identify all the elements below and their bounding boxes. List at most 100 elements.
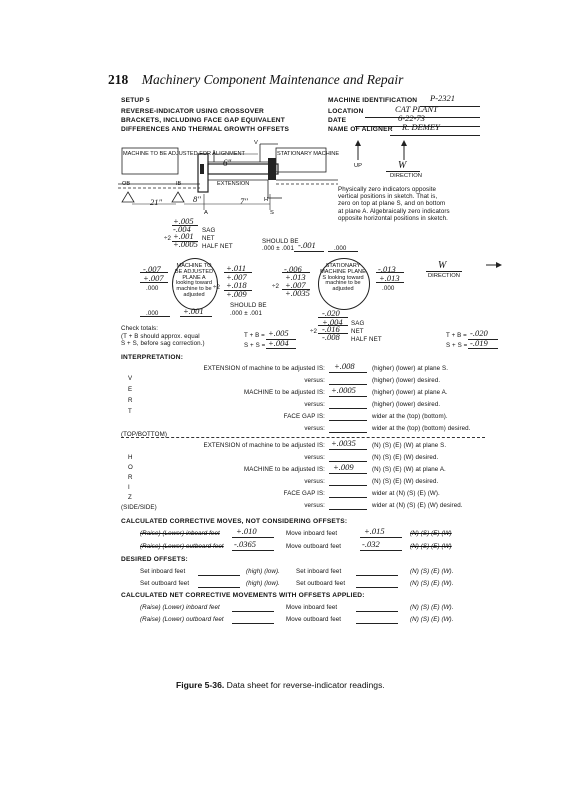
v-row-4-right: wider at the (top) (bottom). xyxy=(372,413,448,420)
horz-letter-r: R xyxy=(128,474,133,481)
s-bottom-net: -.016 xyxy=(322,324,340,334)
a-left-mid: +.007 xyxy=(143,273,164,283)
desired-r1-mid: (high) (low). xyxy=(246,568,280,575)
plane-s-oval xyxy=(318,258,370,310)
s-direction-label: DIRECTION xyxy=(428,273,460,279)
vert-letter-r: R xyxy=(128,397,133,404)
extension-label: EXTENSION xyxy=(217,181,250,187)
a-should-be: SHOULD BE xyxy=(230,302,267,309)
arrow-right-icon xyxy=(486,262,502,268)
setup-title-1: REVERSE-INDICATOR USING CROSSOVER xyxy=(121,108,265,115)
s-sag-label: SAG xyxy=(351,320,365,327)
v-row-4-label: FACE GAP IS: xyxy=(283,413,325,420)
v-row-5-label: versus: xyxy=(304,425,325,432)
check-ss-s: S + S = xyxy=(446,342,468,349)
machine-id-label: MACHINE IDENTIFICATION xyxy=(328,97,418,104)
check-tb-a-val: +.005 xyxy=(268,328,289,338)
figure-text: Data sheet for reverse-indicator reading… xyxy=(226,680,385,690)
direction-label: DIRECTION xyxy=(390,173,422,179)
h-label: H xyxy=(264,197,269,203)
calc-moves-title: CALCULATED CORRECTIVE MOVES, NOT CONSIDE… xyxy=(121,518,348,525)
vert-letter-e: E xyxy=(128,386,133,393)
net-moves-title: CALCULATED NET CORRECTIVE MOVEMENTS WITH… xyxy=(121,592,365,599)
stationary-box-label: STATIONARY MACHINE xyxy=(277,151,340,157)
v-row-0-value: +.008 xyxy=(334,361,355,371)
check-line-1: (T + B should approx. equal xyxy=(121,333,200,340)
h-row-4-right: wider at (N) (S) (E) (W). xyxy=(372,490,440,497)
v-row-2-label: MACHINE to be adjusted IS: xyxy=(243,389,325,396)
h-row-2-label: MACHINE to be adjusted IS: xyxy=(243,466,325,473)
should-be-label: SHOULD BE xyxy=(262,238,299,245)
s-w-value: W xyxy=(438,260,447,271)
s-net-label: NET xyxy=(351,328,364,335)
v-row-0-right: (higher) (lower) at plane S. xyxy=(372,365,449,372)
s-left-top: -.006 xyxy=(284,264,302,274)
check-tb-s-val: -.020 xyxy=(470,328,488,338)
desired-r1-suffix: (N) (S) (E) (W). xyxy=(410,568,454,575)
ob-label: OB xyxy=(122,181,131,187)
net-r1-suffix: (N) (S) (E) (W). xyxy=(410,604,454,611)
s-bottom-div: ÷2 xyxy=(310,328,318,335)
v-row-5-right: wider at the (top) (bottom) desired. xyxy=(372,425,471,432)
sag-net-value: +.001 xyxy=(173,231,194,241)
plane-s-oval-text: STATIONARY MACHINE PLANE S looking towar… xyxy=(320,263,366,293)
location-value: CAT PLANT xyxy=(395,104,438,114)
net-r2-mid: Move outboard feet xyxy=(286,616,342,623)
a-bottom-zero: .000 xyxy=(146,310,159,317)
s-half-label: HALF NET xyxy=(351,336,382,343)
calc-r1-mid: Move inboard feet xyxy=(286,530,338,537)
vert-letter-t: T xyxy=(128,408,132,415)
machine-box xyxy=(121,147,179,175)
check-tb-a: T + B = xyxy=(244,332,265,339)
ib-label: IB xyxy=(176,181,182,187)
calc-r1-value2: +.015 xyxy=(364,526,385,536)
v-row-2-value: +.0005 xyxy=(331,385,356,395)
a-left-top: -.007 xyxy=(143,264,161,274)
desired-r1-mid2: Set inboard feet xyxy=(296,568,342,575)
check-line-2: S + S, before sag correction.) xyxy=(121,340,205,347)
a-should-val: .000 ± .001 xyxy=(230,310,263,317)
v-row-0-label: EXTENSION of machine to be adjusted IS: xyxy=(203,365,325,372)
book-title: Machinery Component Maintenance and Repa… xyxy=(141,72,404,87)
h-row-4-label: FACE GAP IS: xyxy=(283,490,325,497)
h-row-3-label: versus: xyxy=(304,478,325,485)
page-number: 218 xyxy=(108,72,129,87)
net-r1-prefix: (Raise) (Lower) inboard feet xyxy=(140,604,220,611)
check-tb-s: T + B = xyxy=(446,332,467,339)
dim-6: 6" xyxy=(223,158,232,168)
s-div: ÷2 xyxy=(272,283,280,290)
desired-r1-prefix: Set inboard feet xyxy=(140,568,186,575)
machine-box-label: MACHINE TO BE ADJUSTED FOR ALIGNMENT xyxy=(123,151,245,157)
horz-letter-h: H xyxy=(128,454,133,461)
vert-horz-divider xyxy=(121,437,485,438)
figure-caption: Figure 5-36. Data sheet for reverse-indi… xyxy=(176,680,385,690)
side-side-label: (SIDE/SIDE) xyxy=(121,504,157,511)
h-row-2-value: +.009 xyxy=(333,462,354,472)
check-ss-s-val: -.019 xyxy=(470,338,488,348)
machine-id-value: P-2321 xyxy=(430,93,456,103)
a-right-top: +.011 xyxy=(226,263,246,273)
date-label: DATE xyxy=(328,117,347,124)
net-r1-mid: Move inboard feet xyxy=(286,604,338,611)
s-bottom-half: -.008 xyxy=(322,332,340,342)
calc-r1-prefix: (Raise) (Lower) inboard feet xyxy=(140,530,220,537)
a-right-mid: +.007 xyxy=(226,272,247,282)
setup-title-2: BRACKETS, INCLUDING FACE GAP EQUIVALENT xyxy=(121,117,285,124)
aligner-label: NAME OF ALIGNER xyxy=(328,126,393,133)
w-direction-value: W xyxy=(398,160,407,171)
calc-r2-prefix: (Raise) (Lower) outboard feet xyxy=(140,543,224,550)
should-be-actual: -.001 xyxy=(298,240,316,250)
figure-label: Figure 5-36. xyxy=(176,680,225,690)
horz-letter-z: Z xyxy=(128,494,132,501)
s-bottom-sag: +.004 xyxy=(322,317,343,327)
calc-r1-value: +.010 xyxy=(236,526,257,536)
a-left-zero: .000 xyxy=(146,285,159,292)
should-be-value: .000 ± .001 xyxy=(262,245,295,252)
a-div: ÷2 xyxy=(213,284,221,291)
s-left-half: +.0035 xyxy=(285,288,310,298)
h-row-0-value: +.0035 xyxy=(331,438,356,448)
plane-s-label: S xyxy=(270,210,274,216)
h-row-5-label: versus: xyxy=(304,502,325,509)
v-row-1-label: versus: xyxy=(304,377,325,384)
should-zero: .000 xyxy=(334,245,347,252)
